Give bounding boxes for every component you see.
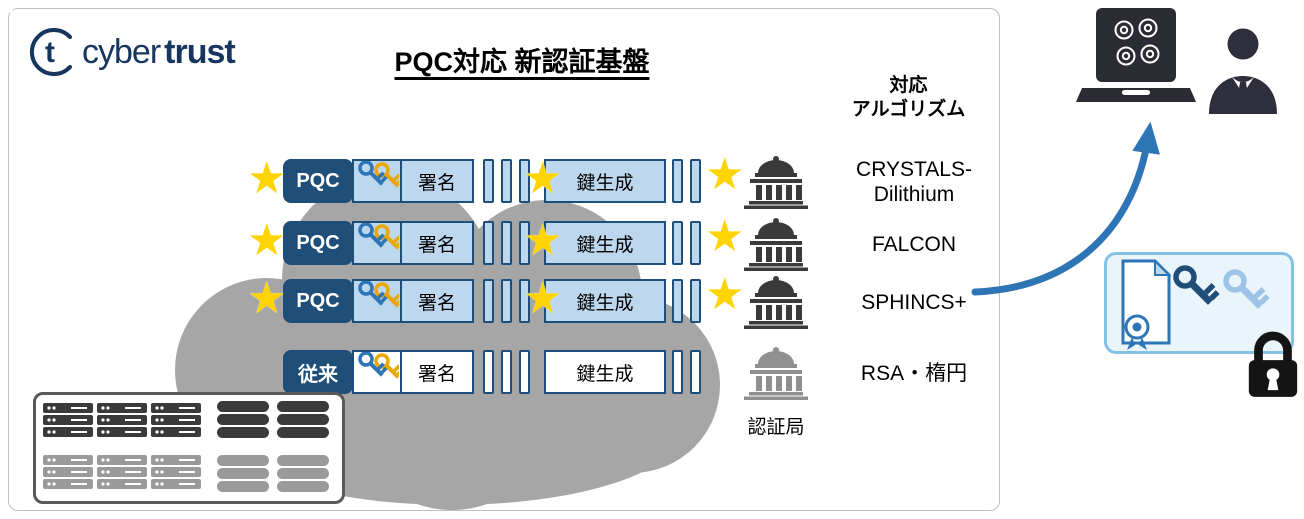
logo-text-trust: trust <box>164 32 236 71</box>
key-pair-icon <box>352 279 402 323</box>
private-key-icon <box>1173 265 1220 305</box>
key-pair-icon <box>352 159 402 203</box>
star-icon: ★ <box>247 216 287 265</box>
star-icon: ★ <box>523 216 563 265</box>
pqc-badge: PQC <box>283 279 353 323</box>
star-icon: ★ <box>523 274 563 323</box>
certificate-icon <box>1121 258 1172 350</box>
keygen-box: 鍵生成 <box>544 279 666 323</box>
user-icon <box>1209 28 1277 114</box>
star-icon: ★ <box>247 154 287 203</box>
pipeline-row-sphincs: ★ PQC 署名 ★ 鍵生成 ★ SPHINCS+ <box>0 272 1004 329</box>
public-key-icon <box>1223 269 1270 309</box>
signature-box: 署名 <box>400 221 474 265</box>
star-icon: ★ <box>247 274 287 323</box>
algorithm-name: SPHINCS+ <box>861 290 967 314</box>
ca-label: 認証局 <box>747 417 805 438</box>
pipeline-separator-bars <box>672 221 701 265</box>
pipeline-separator-bars <box>483 279 530 323</box>
pqc-badge: PQC <box>283 221 353 265</box>
svg-text:t: t <box>45 36 55 69</box>
signature-box: 署名 <box>400 159 474 203</box>
pipeline-separator-bars <box>483 350 530 394</box>
keygen-box: 鍵生成 <box>544 159 666 203</box>
keygen-box: 鍵生成 <box>544 221 666 265</box>
datacenter-box <box>33 392 345 504</box>
certificate-authority-icon <box>734 346 818 400</box>
star-icon: ★ <box>523 154 563 203</box>
signature-box: 署名 <box>400 350 474 394</box>
pipeline-separator-bars <box>672 159 701 203</box>
pipeline-separator-bars <box>672 350 701 394</box>
servers-and-databases-icon <box>43 401 329 492</box>
laptop-icon <box>1076 8 1196 102</box>
star-icon: ★ <box>705 150 745 199</box>
logo-text-cyber: cyber <box>82 32 161 71</box>
certificate-authority-icon <box>734 275 818 329</box>
signature-box: 署名 <box>400 279 474 323</box>
pipeline-row-crystals-dilithium: ★ PQC 署名 ★ 鍵生成 ★ CRYSTALS- Dilithium <box>0 152 1004 209</box>
keygen-box: 鍵生成 <box>544 350 666 394</box>
pipeline-separator-bars <box>672 279 701 323</box>
algorithm-name: FALCON <box>871 232 957 256</box>
pipeline-row-falcon: ★ PQC 署名 ★ 鍵生成 ★ FALCON <box>0 214 1004 271</box>
certificate-authority-icon <box>734 217 818 271</box>
algorithm-name: RSA・楕円 <box>860 361 968 385</box>
key-pair-icon <box>352 350 402 394</box>
pipeline-separator-bars <box>483 159 530 203</box>
legacy-badge: 従来 <box>283 350 353 394</box>
star-icon: ★ <box>705 270 745 319</box>
algorithm-header-line2: アルゴリズム <box>851 99 966 120</box>
algorithm-header-line1: 対応 <box>889 75 928 96</box>
star-icon: ★ <box>705 212 745 261</box>
certificate-authority-icon <box>734 155 818 209</box>
pipeline-separator-bars <box>483 221 530 265</box>
key-pair-icon <box>352 221 402 265</box>
pipeline-row-legacy: 従来 署名 鍵生成 RSA・楕円 <box>0 347 1004 400</box>
logo-mark-icon: t <box>29 28 72 76</box>
algorithm-header: 対応 アルゴリズム <box>826 74 991 122</box>
padlock-icon <box>1248 331 1298 397</box>
pqc-badge: PQC <box>283 159 353 203</box>
algorithm-name: CRYSTALS- Dilithium <box>856 158 972 206</box>
diagram-title: PQC対応 新認証基盤 <box>394 47 650 77</box>
